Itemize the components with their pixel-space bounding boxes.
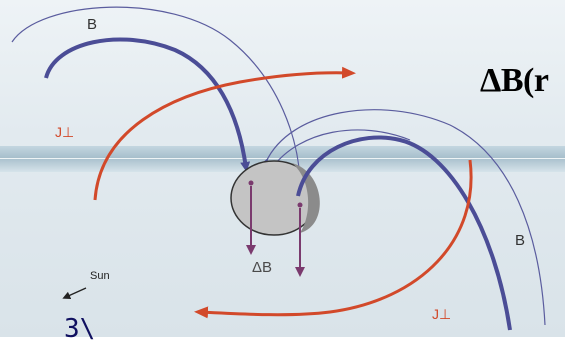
field-line-outer-right xyxy=(258,109,546,326)
sun-direction-arrow xyxy=(62,287,87,300)
delta-b-label: ΔB xyxy=(252,259,273,276)
delta-b-origin-right xyxy=(297,202,303,208)
field-label-left: B xyxy=(87,16,98,33)
current-arc-lower xyxy=(194,159,473,319)
current-label-right: J⊥ xyxy=(432,306,452,322)
field-line-mid-right xyxy=(271,129,411,169)
current-arc-upper xyxy=(93,66,356,201)
current-label-left: J⊥ xyxy=(55,124,75,140)
field-line-outer-left xyxy=(11,6,305,184)
magnetosphere-diagram xyxy=(11,6,546,331)
slide-title: ΔB(r xyxy=(480,62,549,99)
field-label-right: B xyxy=(515,232,526,249)
body-shadow xyxy=(292,163,320,233)
delta-b-origin-left xyxy=(248,180,254,186)
field-line-inner-left xyxy=(44,37,251,172)
sun-label: Sun xyxy=(90,270,110,282)
header-band-highlight xyxy=(0,158,565,159)
field-line-inner-right xyxy=(296,135,512,331)
corner-text: 3\ xyxy=(64,314,96,344)
